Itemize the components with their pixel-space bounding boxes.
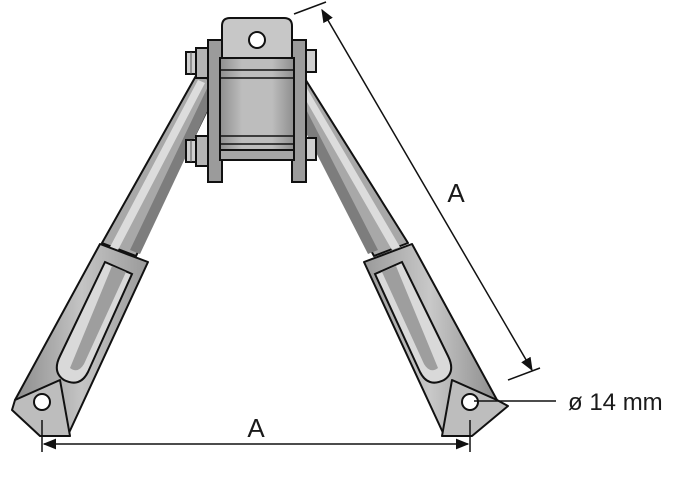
leg-dimension-line [321, 8, 533, 372]
dimension-span: A [41, 413, 471, 452]
clamp-body [219, 57, 295, 159]
bolt-top-left [185, 47, 209, 79]
clamp-top-hole [248, 31, 266, 49]
left-mounting-hole [33, 393, 51, 411]
bolt-bottom-right [305, 137, 317, 161]
span-dimension-label: A [247, 413, 265, 443]
bolt-top-right [305, 49, 317, 73]
right-mounting-hole [461, 393, 479, 411]
bolt-bottom-left [185, 135, 209, 167]
center-clamp [185, 17, 317, 183]
leg-dimension-label: A [447, 178, 465, 208]
left-leg [11, 73, 221, 437]
hole-callout: ø 14 mm [474, 389, 663, 416]
right-leg [280, 73, 509, 437]
dimension-leg: A [293, 1, 541, 381]
hole-diameter-label: ø 14 mm [568, 389, 663, 416]
